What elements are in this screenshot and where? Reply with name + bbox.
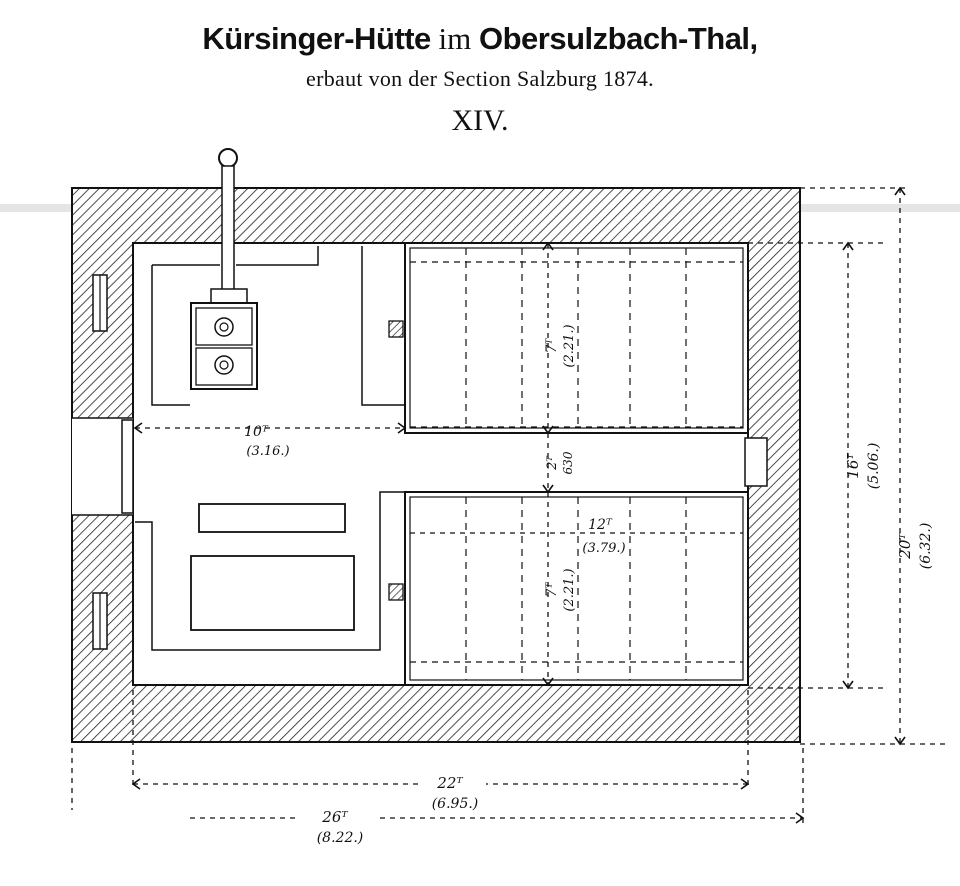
bunk-lower-depth-feet: 7ᵀ xyxy=(544,581,560,597)
width-outer-metres: (8.22.) xyxy=(317,830,364,846)
dimension-lines xyxy=(71,187,950,828)
depth-inner-feet: 16ᵀ xyxy=(844,453,862,479)
kitchen-partition xyxy=(361,246,405,406)
title-valley: Obersulzbach-Thal, xyxy=(479,21,758,56)
entrance-door xyxy=(72,417,134,516)
label-bunk-lower-depth: 7ᵀ (2.21.) xyxy=(544,568,577,611)
bunk-upper-depth-feet: 7ᵀ xyxy=(544,337,560,353)
dining-bench xyxy=(135,491,405,651)
bunk-upper-depth-metres: (2.21.) xyxy=(562,324,577,367)
bunk-length-metres: (3.79.) xyxy=(582,541,625,556)
kitchen-width-feet: 10ᵀ xyxy=(244,424,269,440)
aisle-width-metres: 630 xyxy=(561,451,575,474)
depth-outer-feet: 20ᵀ xyxy=(896,533,914,560)
width-outer-feet: 26ᵀ xyxy=(321,808,348,826)
wall-niche-right xyxy=(744,437,768,487)
page-title: Kürsinger-Hütte im Obersulzbach-Thal, xyxy=(0,20,960,58)
bunk-lower xyxy=(404,491,749,686)
plate-number: XIV. xyxy=(451,104,509,137)
width-inner-metres: (6.95.) xyxy=(432,796,479,812)
bench-small xyxy=(198,503,346,533)
depth-inner-metres: (5.06.) xyxy=(866,443,882,490)
width-inner-feet: 22ᵀ xyxy=(436,774,463,792)
label-bunk-upper-depth: 7ᵀ (2.21.) xyxy=(544,324,577,367)
label-depth-outer: 20ᵀ (6.32.) xyxy=(896,523,934,570)
bunk-lower-depth-metres: (2.21.) xyxy=(562,568,577,611)
dimension-arrows xyxy=(131,186,906,824)
label-aisle-width: 2ᵀ 630 xyxy=(545,451,575,474)
bunk-upper xyxy=(404,242,749,434)
window-left-lower xyxy=(92,592,108,650)
window-left-upper xyxy=(92,274,108,332)
aisle-width-feet: 2ᵀ xyxy=(545,456,560,471)
post-lower xyxy=(388,583,404,601)
label-width-outer: 26ᵀ (8.22.) xyxy=(300,808,380,848)
bunk-length-feet: 12ᵀ xyxy=(588,517,613,533)
depth-outer-metres: (6.32.) xyxy=(918,523,934,570)
stove xyxy=(190,288,258,390)
dining-table xyxy=(190,555,355,631)
label-bunk-length: 12ᵀ (3.79.) xyxy=(582,517,625,556)
title-hut-name: Kürsinger-Hütte xyxy=(202,21,431,56)
title-preposition: im xyxy=(438,21,472,56)
kitchen-width-metres: (3.16.) xyxy=(246,444,289,459)
kitchen-counter xyxy=(151,246,319,406)
label-width-inner: 22ᵀ (6.95.) xyxy=(418,770,486,814)
subtitle: erbaut von der Section Salzburg 1874. xyxy=(306,66,654,91)
chimney-flue xyxy=(218,148,238,291)
label-depth-inner: 16ᵀ (5.06.) xyxy=(844,443,882,490)
post-upper xyxy=(388,320,404,338)
label-kitchen-width: 10ᵀ (3.16.) xyxy=(244,424,289,459)
